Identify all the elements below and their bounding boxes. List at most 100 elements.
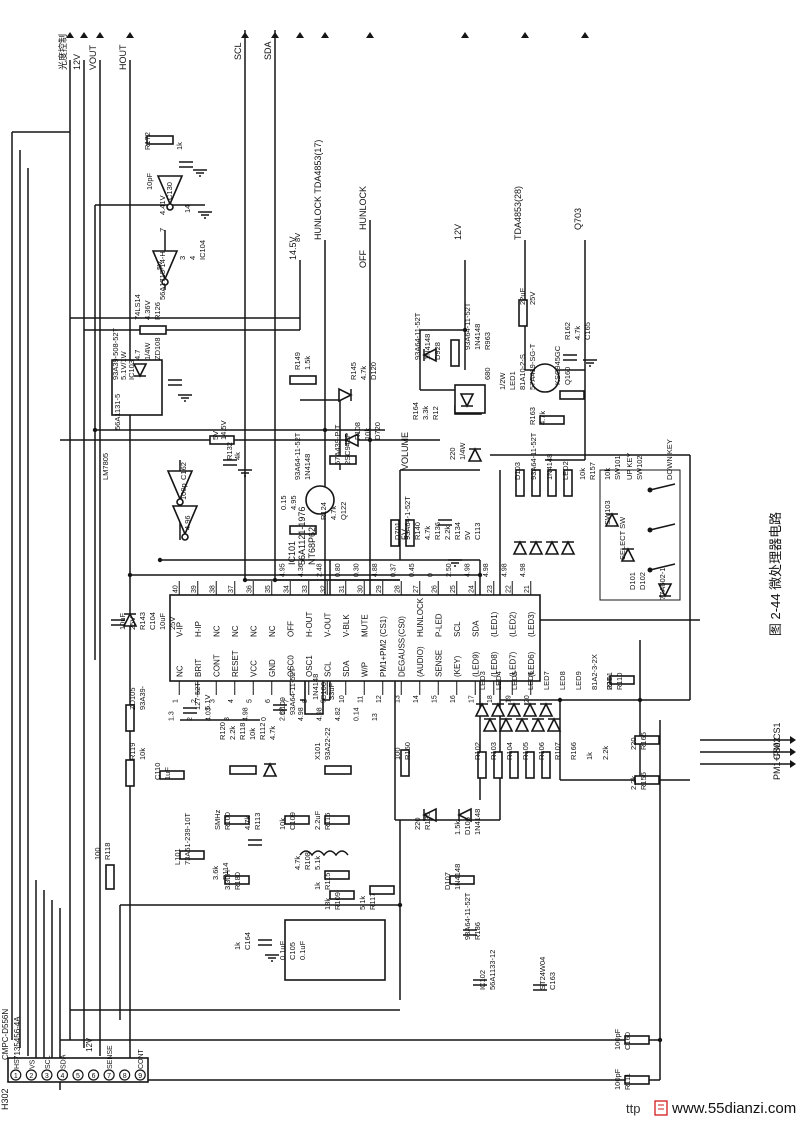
component-label: C110 <box>153 763 162 780</box>
ic-pin-name: PM1+PM2 <box>379 639 388 677</box>
ic-pin-name: (CS1) <box>379 616 388 637</box>
component-label: 93A64-11-52T <box>529 432 538 480</box>
component-label: 77A602-1 <box>658 567 667 600</box>
component-label: C113 <box>473 523 482 540</box>
component-label: LED5 <box>510 671 519 690</box>
pin-voltage: 0 <box>261 717 268 721</box>
buffer <box>151 250 179 282</box>
component-label: D103 <box>513 462 522 480</box>
connector-pin-number: 3 <box>45 1073 49 1080</box>
junction-dot <box>557 697 563 703</box>
resistor <box>179 850 205 860</box>
figure-caption-group: 图 2-44 微处理器电路 <box>768 512 783 636</box>
ic-box <box>284 919 386 981</box>
component-label: R100 <box>223 812 232 830</box>
component-label: 7 <box>158 228 167 232</box>
component-label: 4.7k <box>359 366 368 380</box>
connector-pin-name: VS <box>29 1059 36 1069</box>
ic-pin-name: NC <box>231 625 240 637</box>
connector-pin-number: 2 <box>29 1073 33 1080</box>
resistor <box>159 770 185 780</box>
junction-dot <box>367 437 373 443</box>
diode <box>522 702 538 717</box>
connector-pin <box>134 1069 146 1081</box>
inverter-bubble <box>181 533 189 541</box>
component-label: R105 <box>521 742 530 760</box>
component-label: C164 <box>243 932 252 950</box>
signal-arrow <box>521 32 529 38</box>
component-label: R114 <box>221 863 230 880</box>
ic-pin-number: 30 <box>357 585 364 593</box>
ic-pin-name: NC <box>249 625 258 637</box>
component-label: 93A39-508-52T <box>111 327 120 380</box>
component-label: 1N4148 <box>473 324 482 350</box>
connector-pin <box>25 1069 37 1081</box>
ic101-model: NT68P62 <box>307 527 317 565</box>
component-label: R113 <box>253 813 262 830</box>
signal-arrow <box>366 32 374 38</box>
component-label: DOWN KEY <box>665 439 674 480</box>
diode <box>657 583 673 598</box>
connector-pin-name: SCL <box>45 1055 52 1069</box>
signal-arrow <box>80 32 88 38</box>
component-label: R118 <box>238 723 247 740</box>
component-label: R108 <box>353 422 362 440</box>
pin-voltage: 0.30 <box>353 563 360 577</box>
ic-pin-name: RESET <box>231 650 240 677</box>
component-label: 25V <box>168 617 177 630</box>
component-label: 4k <box>233 452 242 460</box>
ic-pin-name: V-BLK <box>342 614 351 637</box>
signal-arrow <box>96 32 104 38</box>
component-label: 100pF <box>613 1068 622 1090</box>
ic-pin-number: 26 <box>431 585 438 593</box>
resistor <box>450 339 460 367</box>
ic-pin-name: SENSE <box>434 650 443 677</box>
ic-pin-number: 8 <box>302 699 309 703</box>
ic-pin-number: 3 <box>209 699 216 703</box>
signal-label: OFF <box>358 250 368 268</box>
junction-dot <box>477 572 483 578</box>
signal-arrow <box>126 32 134 38</box>
pin-voltage: 3 <box>224 717 231 721</box>
ic-pin-number: 36 <box>246 585 253 593</box>
component-label: 100p <box>179 483 188 500</box>
resistor <box>624 1075 650 1085</box>
inverter-bubble <box>176 498 184 506</box>
ic-pin-name: (LED2) <box>508 611 517 637</box>
component-label: 3.3k <box>421 406 430 420</box>
signal-arrow <box>790 760 796 768</box>
signal-label: HUNLOCK <box>358 186 368 230</box>
connector-pin <box>103 1069 115 1081</box>
component-label: 220 <box>413 817 422 830</box>
component-label: C163 <box>548 972 557 990</box>
watermark-icon <box>654 1100 668 1116</box>
diode <box>546 717 562 732</box>
resistor <box>559 390 585 400</box>
component-label: 2.2uF <box>313 810 322 830</box>
component-label: 81A10-2-S <box>518 354 527 390</box>
component-label: R115 <box>323 873 332 890</box>
resistor <box>125 759 135 787</box>
component-label: R108 <box>303 852 312 870</box>
junction-dot <box>92 427 98 433</box>
component-label: 1N4148 <box>303 454 312 480</box>
ic-pin-number: 12 <box>376 695 383 703</box>
component-label: D106 <box>463 817 472 835</box>
diode <box>482 717 498 732</box>
ic101-ref: IC101 <box>287 541 297 565</box>
diode <box>459 393 475 408</box>
component-label: R112 <box>258 723 267 740</box>
diode <box>422 347 437 363</box>
component-label: 0.1uF <box>278 940 287 960</box>
component-label: R104 <box>505 742 514 760</box>
component-label: 1N4148 <box>423 334 432 360</box>
resistor <box>449 875 475 885</box>
component-label: 10k <box>363 428 372 440</box>
component-label: R164 <box>411 402 420 420</box>
component-label: 220 <box>448 447 457 460</box>
ic-pin-number: 18 <box>487 695 494 703</box>
ic-pin-name: SCL <box>453 621 462 637</box>
component-label: R165 <box>639 732 648 750</box>
ic-pin-name: (LED1) <box>490 611 499 637</box>
